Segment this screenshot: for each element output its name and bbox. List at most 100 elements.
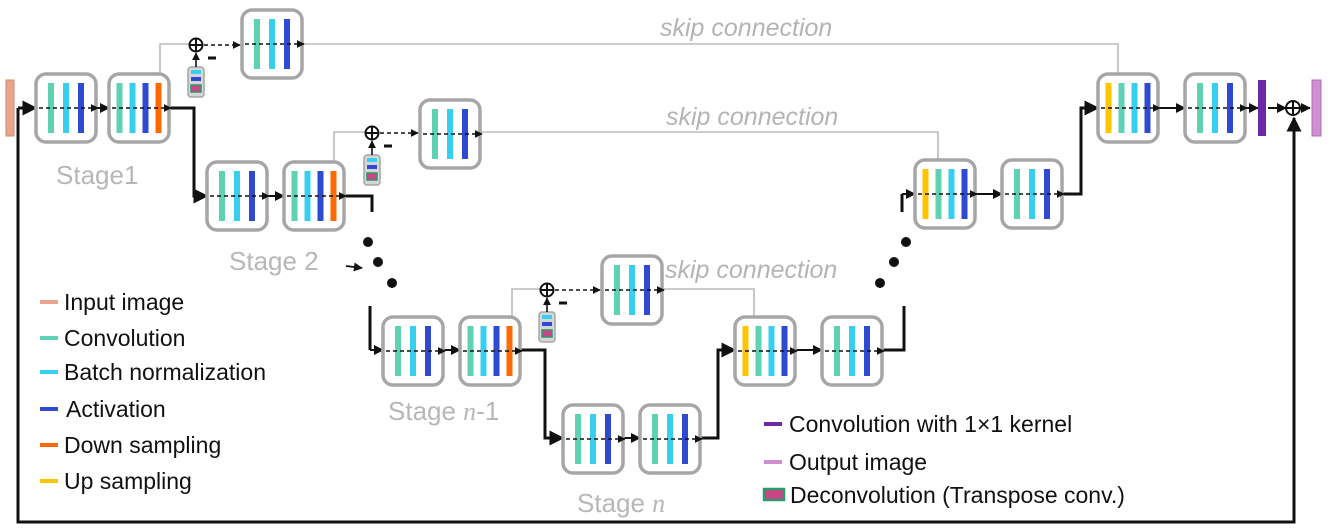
up2-to-up1-path (1062, 100, 1100, 196)
main-path-lines (16, 100, 1311, 524)
batch-norm-bar (410, 326, 416, 376)
batch-norm-bar (304, 171, 311, 221)
convolution-bar (755, 326, 762, 376)
batch-norm-bar (590, 414, 596, 464)
skip-module-3-act-bar (542, 322, 552, 326)
final-sum (1285, 100, 1301, 116)
skip-module-2-deconv-icon (366, 172, 378, 181)
up2-block-2 (1000, 158, 1065, 230)
skip-module-2 (363, 125, 419, 186)
convolution-bar (935, 169, 942, 219)
skip-label-3: skip connection (665, 256, 837, 284)
skip-label-2: skip connection (666, 103, 838, 131)
skip3-branch-path (511, 288, 540, 317)
batch-norm-bar (1131, 83, 1138, 133)
skip-module-1-bn-bar (191, 70, 201, 74)
batch-norm-bar (849, 326, 855, 376)
stagen-block-1 (561, 403, 626, 475)
up-n1-block-1-up (733, 315, 798, 387)
stage2-block-1 (205, 160, 270, 232)
skip-module-2-bn-bar (367, 158, 377, 162)
convolution-bar (614, 265, 620, 315)
ellipsis-dot-5 (889, 257, 899, 267)
legend-deconv-label: Deconvolution (Transpose conv.) (790, 482, 1125, 508)
activation-bar (961, 169, 968, 219)
skip1-block (240, 8, 305, 80)
extra-marks (5, 37, 1322, 343)
skip-module-1-act-bar (191, 77, 201, 81)
conv1x1-bar (1258, 80, 1266, 136)
batch-norm-bar (63, 83, 69, 133)
stage-1-label: Stage1 (56, 160, 138, 190)
legend-down-label: Down sampling (64, 432, 221, 458)
ellipsis-dot-4 (901, 237, 911, 247)
convolution-bar (1014, 169, 1020, 219)
legend-right: Convolution with 1×1 kernel Output image… (762, 411, 1125, 508)
up-n1-block-2 (820, 315, 885, 387)
skip2-long-path (480, 131, 942, 187)
skip-module-1-deconv-icon (190, 84, 202, 93)
skip-label-1: skip connection (660, 14, 832, 42)
stage1-block-1 (34, 72, 99, 144)
convolution-bar (432, 109, 438, 159)
batch-norm-bar (480, 326, 487, 376)
stage-n1-block-1 (381, 315, 446, 387)
input-image-bar (5, 79, 15, 137)
legend-up-label: Up sampling (64, 468, 192, 494)
batch-norm-bar (629, 265, 635, 315)
convolution-bar (1197, 83, 1203, 133)
skip-module-1 (187, 37, 241, 98)
stagen-to-up-path (700, 342, 737, 440)
up1-block-1-up (1096, 72, 1161, 144)
down-sampling-bar (155, 83, 162, 133)
stage-n-minus-1-label: Stage n-1 (388, 396, 499, 426)
down-sampling-bar (330, 171, 337, 221)
batch-norm-bar (234, 171, 240, 221)
convolution-bar (834, 326, 840, 376)
convolution-bar (395, 326, 401, 376)
legend-batch-norm-label: Batch normalization (64, 359, 266, 385)
dots-pointer-arrow (345, 262, 363, 272)
legend-swatch-deconv (762, 487, 786, 502)
skip-module-2-act-bar (367, 165, 377, 169)
convolution-bar (219, 171, 225, 221)
skip-module-3 (538, 282, 601, 343)
stage1-to-stage2-path (169, 106, 209, 204)
convolution-bar (652, 414, 658, 464)
stage2-block-2-down (282, 160, 347, 232)
batch-norm-bar (768, 326, 775, 376)
batch-norm-bar (1212, 83, 1218, 133)
batch-norm-bar (269, 19, 275, 69)
up2-block-1-up (913, 158, 978, 230)
ellipsis-dot-2 (373, 257, 383, 267)
legend-input-label: Input image (64, 289, 184, 315)
convolution-bar (575, 414, 581, 464)
up-n1-to-dots-path (882, 306, 906, 352)
activation-bar (493, 326, 500, 376)
activation-bar (1144, 83, 1151, 133)
legend-output-label: Output image (789, 449, 927, 475)
activation-bar (142, 83, 149, 133)
stage-2-label: Stage 2 (229, 246, 319, 276)
skip3-block (600, 254, 665, 326)
legend-left: Input image Convolution Batch normalizat… (40, 289, 266, 494)
up1-block-2 (1183, 72, 1248, 144)
ellipsis-dot-3 (387, 278, 397, 288)
down-sampling-bar (506, 326, 513, 376)
batch-norm-bar (447, 109, 453, 159)
convolution-bar (1118, 83, 1125, 133)
skip2-block (418, 98, 483, 170)
activation-bar (781, 326, 788, 376)
legend-conv1x1-label: Convolution with 1×1 kernel (789, 411, 1072, 437)
activation-bar (317, 171, 324, 221)
ellipsis-dot-1 (363, 237, 373, 247)
skip-module-3-deconv-icon (541, 329, 553, 338)
batch-norm-bar (667, 414, 673, 464)
global-residual-path (16, 108, 1302, 524)
skip1-long-path (302, 43, 1122, 101)
batch-norm-bar (1029, 169, 1035, 219)
stage-n1-block-2-down (458, 315, 523, 387)
convolution-bar (48, 83, 54, 133)
stage-n1-to-stagen-path (520, 348, 565, 446)
